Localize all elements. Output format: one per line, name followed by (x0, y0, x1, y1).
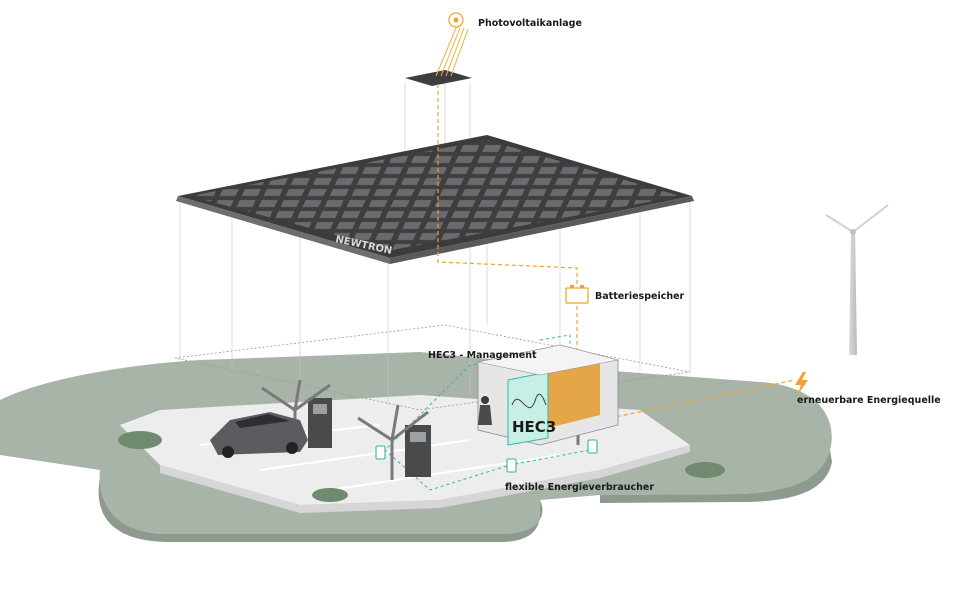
label-flexible-consumers: flexible Energieverbraucher (505, 482, 655, 493)
bushes (118, 431, 725, 502)
label-management: HEC3 - Management (428, 350, 537, 361)
person-figure (478, 396, 492, 425)
label-battery-storage: Batteriespeicher (595, 291, 685, 302)
charging-station-left (308, 398, 332, 448)
electric-car (210, 412, 308, 458)
battery-icon (565, 285, 589, 304)
hec3-container: HEC3 (477, 344, 619, 446)
label-photovoltaic: Photovoltaikanlage (478, 18, 582, 29)
charging-plug-icon (375, 439, 598, 473)
sun-icon (448, 12, 464, 28)
charging-station-right (405, 425, 431, 477)
wind-turbine-icon (825, 204, 889, 355)
photovoltaic-symbol (405, 27, 472, 86)
solar-canopy: NEWTRON (176, 135, 694, 264)
lightning-icon (795, 372, 808, 396)
label-renewable-source: erneuerbare Energiequelle (797, 395, 941, 406)
container-brand: HEC3 (512, 418, 556, 436)
